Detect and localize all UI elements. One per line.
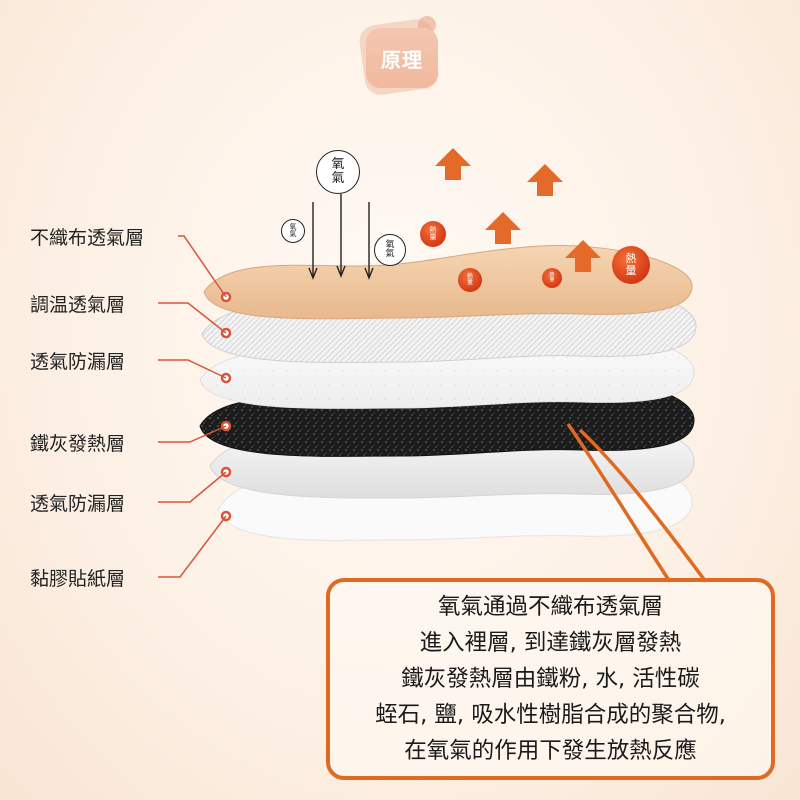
oxygen-bubble: 氧氣	[374, 234, 406, 266]
explanation-line: 在氧氣的作用下發生放熱反應	[404, 738, 697, 764]
heat-bubble: 熱量	[542, 268, 562, 288]
leader-line	[158, 425, 227, 443]
explanation-line: 鐵灰發熱層由鐵粉, 水, 活性碳	[401, 666, 700, 692]
nonwoven-layer	[203, 245, 693, 320]
oxygen-bubble: 氧氣	[281, 219, 305, 243]
leader-line	[158, 302, 227, 334]
heat-bubble: 熱量	[420, 221, 446, 247]
leader-line	[158, 515, 227, 578]
layer-label-nonwoven: 不織布透氣層	[30, 227, 145, 249]
explanation-box: 氧氣通過不織布透氣層 進入裡層, 到達鐵灰層發熱 鐵灰發熱層由鐵粉, 水, 活性…	[326, 578, 775, 780]
callout-line	[566, 423, 672, 583]
layer-label-temperature: 調温透氣層	[30, 294, 126, 316]
explanation-line: 蛭石, 鹽, 吸水性樹脂合成的聚合物,	[375, 702, 726, 728]
oxygen-bubble: 氧氣	[316, 150, 360, 194]
heat-bubble: 熱量	[458, 268, 482, 292]
explanation-line: 氧氣通過不織布透氣層	[437, 594, 663, 620]
heat-arrows	[435, 148, 601, 272]
principle-badge: 原理	[366, 28, 438, 88]
leader-line	[158, 471, 227, 503]
heat-bubble: 熱量	[612, 246, 650, 284]
layer-label-adhesive: 黏膠貼紙層	[30, 568, 126, 590]
leader-line	[178, 235, 227, 298]
explanation-line: 進入裡層, 到達鐵灰層發熱	[419, 630, 682, 656]
oxygen-arrows	[308, 194, 374, 280]
callout-line	[578, 428, 708, 584]
layer-label-leakproof-2: 透氣防漏層	[30, 493, 126, 515]
leader-line	[158, 359, 227, 379]
layer-label-leakproof-1: 透氣防漏層	[30, 351, 126, 373]
layer-label-iron: 鐵灰發熱層	[30, 433, 126, 455]
